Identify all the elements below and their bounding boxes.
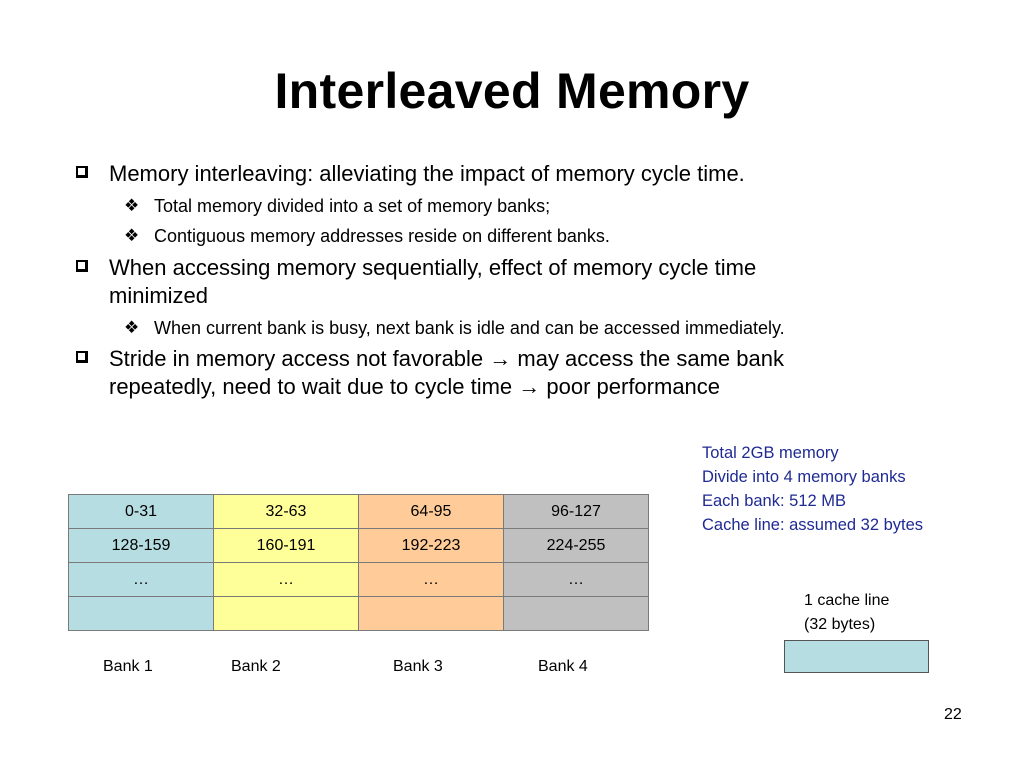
table-cell: … [213,562,359,597]
table-cell: 224-255 [503,528,649,563]
table-row [68,596,649,631]
table-row: 0-31 32-63 64-95 96-127 [68,494,649,529]
diamond-bullet-icon: ❖ [124,226,140,245]
table-cell: 160-191 [213,528,359,563]
bullet-3-line-2: repeatedly, need to wait due to cycle ti… [109,374,721,399]
table-row: 128-159 160-191 192-223 224-255 [68,528,649,563]
bullet-2-line-2: minimized [109,283,209,308]
info-line-4: Cache line: assumed 32 bytes [702,516,924,534]
bullet-1-sub-1-text: Total memory divided into a set of memor… [154,196,551,216]
bank-label-1: Bank 1 [103,658,153,675]
info-line-1: Total 2GB memory [702,444,839,462]
table-cell: … [503,562,649,597]
table-cell: 32-63 [213,494,359,529]
bank-label-4: Bank 4 [538,658,588,675]
diamond-bullet-icon: ❖ [124,196,140,215]
table-cell: 192-223 [358,528,504,563]
table-cell: 128-159 [68,528,214,563]
bullet-2-sub-1-text: When current bank is busy, next bank is … [154,318,785,338]
cache-line-box [784,640,929,673]
table-cell [213,596,359,631]
table-cell [503,596,649,631]
table-cell: 96-127 [503,494,649,529]
memory-info: Total 2GB memory Divide into 4 memory ba… [702,441,923,537]
square-bullet-icon [76,351,88,363]
info-line-2: Divide into 4 memory banks [702,468,906,486]
info-line-3: Each bank: 512 MB [702,492,847,510]
bullet-3-line-1: Stride in memory access not favorable → … [109,346,784,371]
square-bullet-icon [76,260,88,272]
bank-label-2: Bank 2 [231,658,281,675]
table-row: … … … … [68,562,649,597]
diamond-bullet-icon: ❖ [124,318,140,337]
table-cell [68,596,214,631]
bullet-1-sub-2-text: Contiguous memory addresses reside on di… [154,226,610,246]
bullet-1-text: Memory interleaving: alleviating the imp… [109,161,745,186]
bullet-2-line-1: When accessing memory sequentially, effe… [109,255,757,280]
table-cell [358,596,504,631]
cache-line-label-1: 1 cache line [804,592,890,609]
cache-line-label: 1 cache line (32 bytes) [804,589,889,637]
slide-title: Interleaved Memory [274,63,750,119]
page-number: 22 [944,706,962,723]
cache-line-label-2: (32 bytes) [804,616,876,633]
table-cell: 0-31 [68,494,214,529]
bank-label-3: Bank 3 [393,658,443,675]
memory-bank-table: 0-31 32-63 64-95 96-127 128-159 160-191 … [68,494,649,631]
table-cell: … [68,562,214,597]
square-bullet-icon [76,166,88,178]
table-cell: 64-95 [358,494,504,529]
table-cell: … [358,562,504,597]
